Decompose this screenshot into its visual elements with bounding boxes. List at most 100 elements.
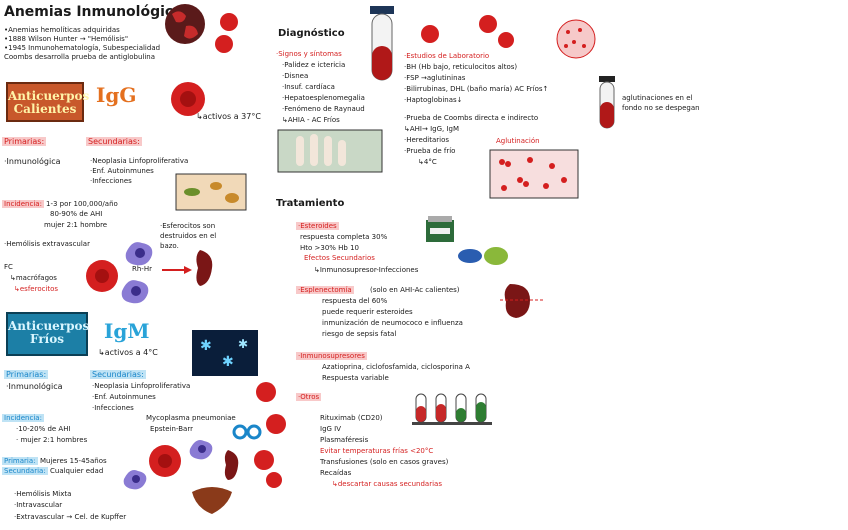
pills-icon bbox=[458, 247, 508, 265]
lab-item: ·Bilirrubinas, DHL (baño maría) AC Fríos… bbox=[404, 85, 549, 93]
cold-infection: Mycoplasma pneumoniae bbox=[146, 414, 236, 422]
agglutination-note: fondo no se despegan bbox=[622, 104, 700, 112]
signs-head: ·Signos y síntomas bbox=[276, 50, 342, 58]
others-item: IgG IV bbox=[320, 425, 342, 433]
sign-item: ·Disnea bbox=[282, 72, 309, 80]
warm-secondary-item: ·Neoplasia Linfoproliferativa bbox=[90, 157, 189, 165]
agglutination-label: Aglutinación bbox=[496, 137, 540, 145]
svg-text:✱: ✱ bbox=[222, 354, 234, 370]
red-cell-icon bbox=[86, 260, 118, 292]
spleen-icon bbox=[224, 450, 239, 480]
spherocytes-note: bazo. bbox=[160, 242, 179, 250]
raynaud-hand-image bbox=[277, 129, 383, 173]
steroids-head: ·Esteroides bbox=[296, 222, 339, 231]
cold-incidence-item: · mujer 2:1 hombres bbox=[16, 436, 88, 444]
coombs-item: ↳4°C bbox=[418, 158, 437, 166]
agglutination-image bbox=[489, 149, 579, 199]
cold-primary2: Mujeres 15-45años bbox=[40, 457, 107, 465]
sign-item: ·Hepatoesplenomegalia bbox=[282, 94, 365, 102]
snowflake-image: ✱ ✱ ✱ bbox=[192, 330, 258, 376]
others-warning: Evitar temperaturas frías <20°C bbox=[320, 447, 434, 455]
macrophage-icon bbox=[189, 440, 213, 460]
steroids-item: respuesta completa 30% bbox=[300, 233, 388, 241]
cold-active-temp: ↳activos a 4°C bbox=[98, 348, 158, 357]
macrophage-label: ↳macrófagos bbox=[10, 274, 57, 282]
cold-incidence-head: Incidencia: bbox=[2, 414, 44, 423]
rh-label: Rh-Hr bbox=[132, 265, 152, 273]
steroids-item: Hto >30% Hb 10 bbox=[300, 244, 360, 252]
liver-icon bbox=[192, 487, 232, 514]
test-tube-rack-icon bbox=[412, 393, 492, 425]
splenectomy-item: respuesta del 60% bbox=[322, 297, 388, 305]
intro-line-1: •Anemias hemolíticas adquiridas bbox=[4, 26, 120, 34]
warm-primary-item: ·Inmunológica bbox=[4, 157, 61, 166]
warm-secondary-head: Secundarias: bbox=[86, 137, 142, 147]
sign-item: ·Palidez e ictericia bbox=[282, 61, 346, 69]
warm-incidence-item: 1-3 por 100,000/año bbox=[46, 200, 118, 208]
warm-active-temp: ↳activos a 37°C bbox=[196, 112, 261, 121]
cold-secondary-item: ·Neoplasia Linfoproliferativa bbox=[92, 382, 191, 390]
igg-label: IgG bbox=[96, 83, 137, 107]
page-title: Anemias Inmunológicas bbox=[4, 4, 191, 20]
warm-incidence-item: 80-90% de AHI bbox=[50, 210, 103, 218]
spherocytes-note: destruidos en el bbox=[160, 232, 217, 240]
svg-text:✱: ✱ bbox=[238, 337, 248, 351]
treatment-title: Tratamiento bbox=[276, 198, 345, 209]
warm-secondary-item: ·Infecciones bbox=[90, 177, 132, 185]
arrow-icon bbox=[162, 266, 192, 274]
red-cell-cluster-icon bbox=[254, 382, 286, 488]
warm-secondary-item: ·Enf. Autoinmunes bbox=[90, 167, 154, 175]
sign-item: ↳AHIA - AC Fríos bbox=[282, 116, 340, 124]
diagnosis-title: Diagnóstico bbox=[278, 28, 345, 39]
igm-label: IgM bbox=[104, 319, 150, 343]
sign-item: ·Insuf. cardíaca bbox=[282, 83, 335, 91]
coombs-item: ·Hereditarios bbox=[404, 136, 450, 144]
others-item: Rituximab (CD20) bbox=[320, 414, 383, 422]
immunosuppressants-item: Respuesta variable bbox=[322, 374, 389, 382]
warm-incidence-head: Incidencia: bbox=[2, 200, 44, 209]
others-item: Transfusiones (solo en casos graves) bbox=[320, 458, 449, 466]
cold-primary-item: ·Inmunológica bbox=[6, 382, 63, 391]
others-item: Plasmaféresis bbox=[320, 436, 369, 444]
intro-line-2: •1888 Wilson Hunter → "Hemólisis" bbox=[4, 35, 129, 43]
steroids-side: ↳Inmunosupresor-Infecciones bbox=[314, 266, 419, 274]
lab-head: ·Estudios de Laboratorio bbox=[404, 52, 490, 60]
cold-secondary2-head: Secundaria: bbox=[2, 467, 48, 476]
cold-secondary-item: ·Infecciones bbox=[92, 404, 134, 412]
cold-primary-head: Primarias: bbox=[4, 370, 49, 380]
immunosuppressants-head: ·Inmunosupresores bbox=[296, 352, 367, 361]
spherocytes-note: ·Esferocitos son bbox=[160, 222, 216, 230]
splenectomy-item: inmunización de neumococo e influenza bbox=[322, 319, 463, 327]
cold-incidence-item: ·10-20% de AHI bbox=[16, 425, 71, 433]
test-tube-icon bbox=[599, 76, 615, 129]
antibody-icon bbox=[232, 424, 262, 440]
sign-item: ·Fenómeno de Raynaud bbox=[282, 105, 365, 113]
macrophage-icon bbox=[123, 470, 147, 490]
svg-text:✱: ✱ bbox=[200, 338, 212, 354]
spleen-icon bbox=[196, 250, 213, 286]
spherocyte-label: ↳esferocitos bbox=[14, 285, 59, 293]
splenectomy-item: riesgo de sepsis fatal bbox=[322, 330, 397, 338]
intro-line-3: •1945 Inmunohematología, Subespecialidad bbox=[4, 44, 161, 52]
red-cell-cluster-icon bbox=[215, 13, 238, 53]
spleen-icon bbox=[500, 284, 544, 318]
splenectomy-head: ·Esplenectomía bbox=[296, 286, 354, 295]
bacteria-image bbox=[175, 173, 247, 211]
blood-smear-image bbox=[556, 19, 596, 59]
test-tube-icon bbox=[370, 6, 394, 81]
globe-icon bbox=[165, 4, 205, 44]
lab-item: ·BH (Hb bajo, reticulocitos altos) bbox=[404, 63, 518, 71]
cold-secondary-item: ·Enf. Autoinmunes bbox=[92, 393, 156, 401]
lab-item: ·FSP →aglutininas bbox=[404, 74, 466, 82]
red-cell-icon bbox=[149, 445, 181, 477]
steroids-side-head: Efectos Secundarios bbox=[304, 254, 375, 262]
cold-hemolysis-item: ·Extravascular → Cel. de Kupffer bbox=[14, 513, 127, 521]
others-last: ↳descartar causas secundarias bbox=[332, 480, 442, 488]
agglutination-note: aglutinaciones en el bbox=[622, 94, 693, 102]
warm-incidence-item: mujer 2:1 hombre bbox=[44, 221, 108, 229]
cold-hemolysis-item: ·Hemólisis Mixta bbox=[14, 490, 72, 498]
others-item: Recaídas bbox=[320, 469, 352, 477]
red-cell-icon bbox=[171, 82, 205, 116]
coombs-item: ·Prueba de Coombs directa e indirecto bbox=[404, 114, 539, 122]
fc-label: FC bbox=[4, 263, 13, 271]
